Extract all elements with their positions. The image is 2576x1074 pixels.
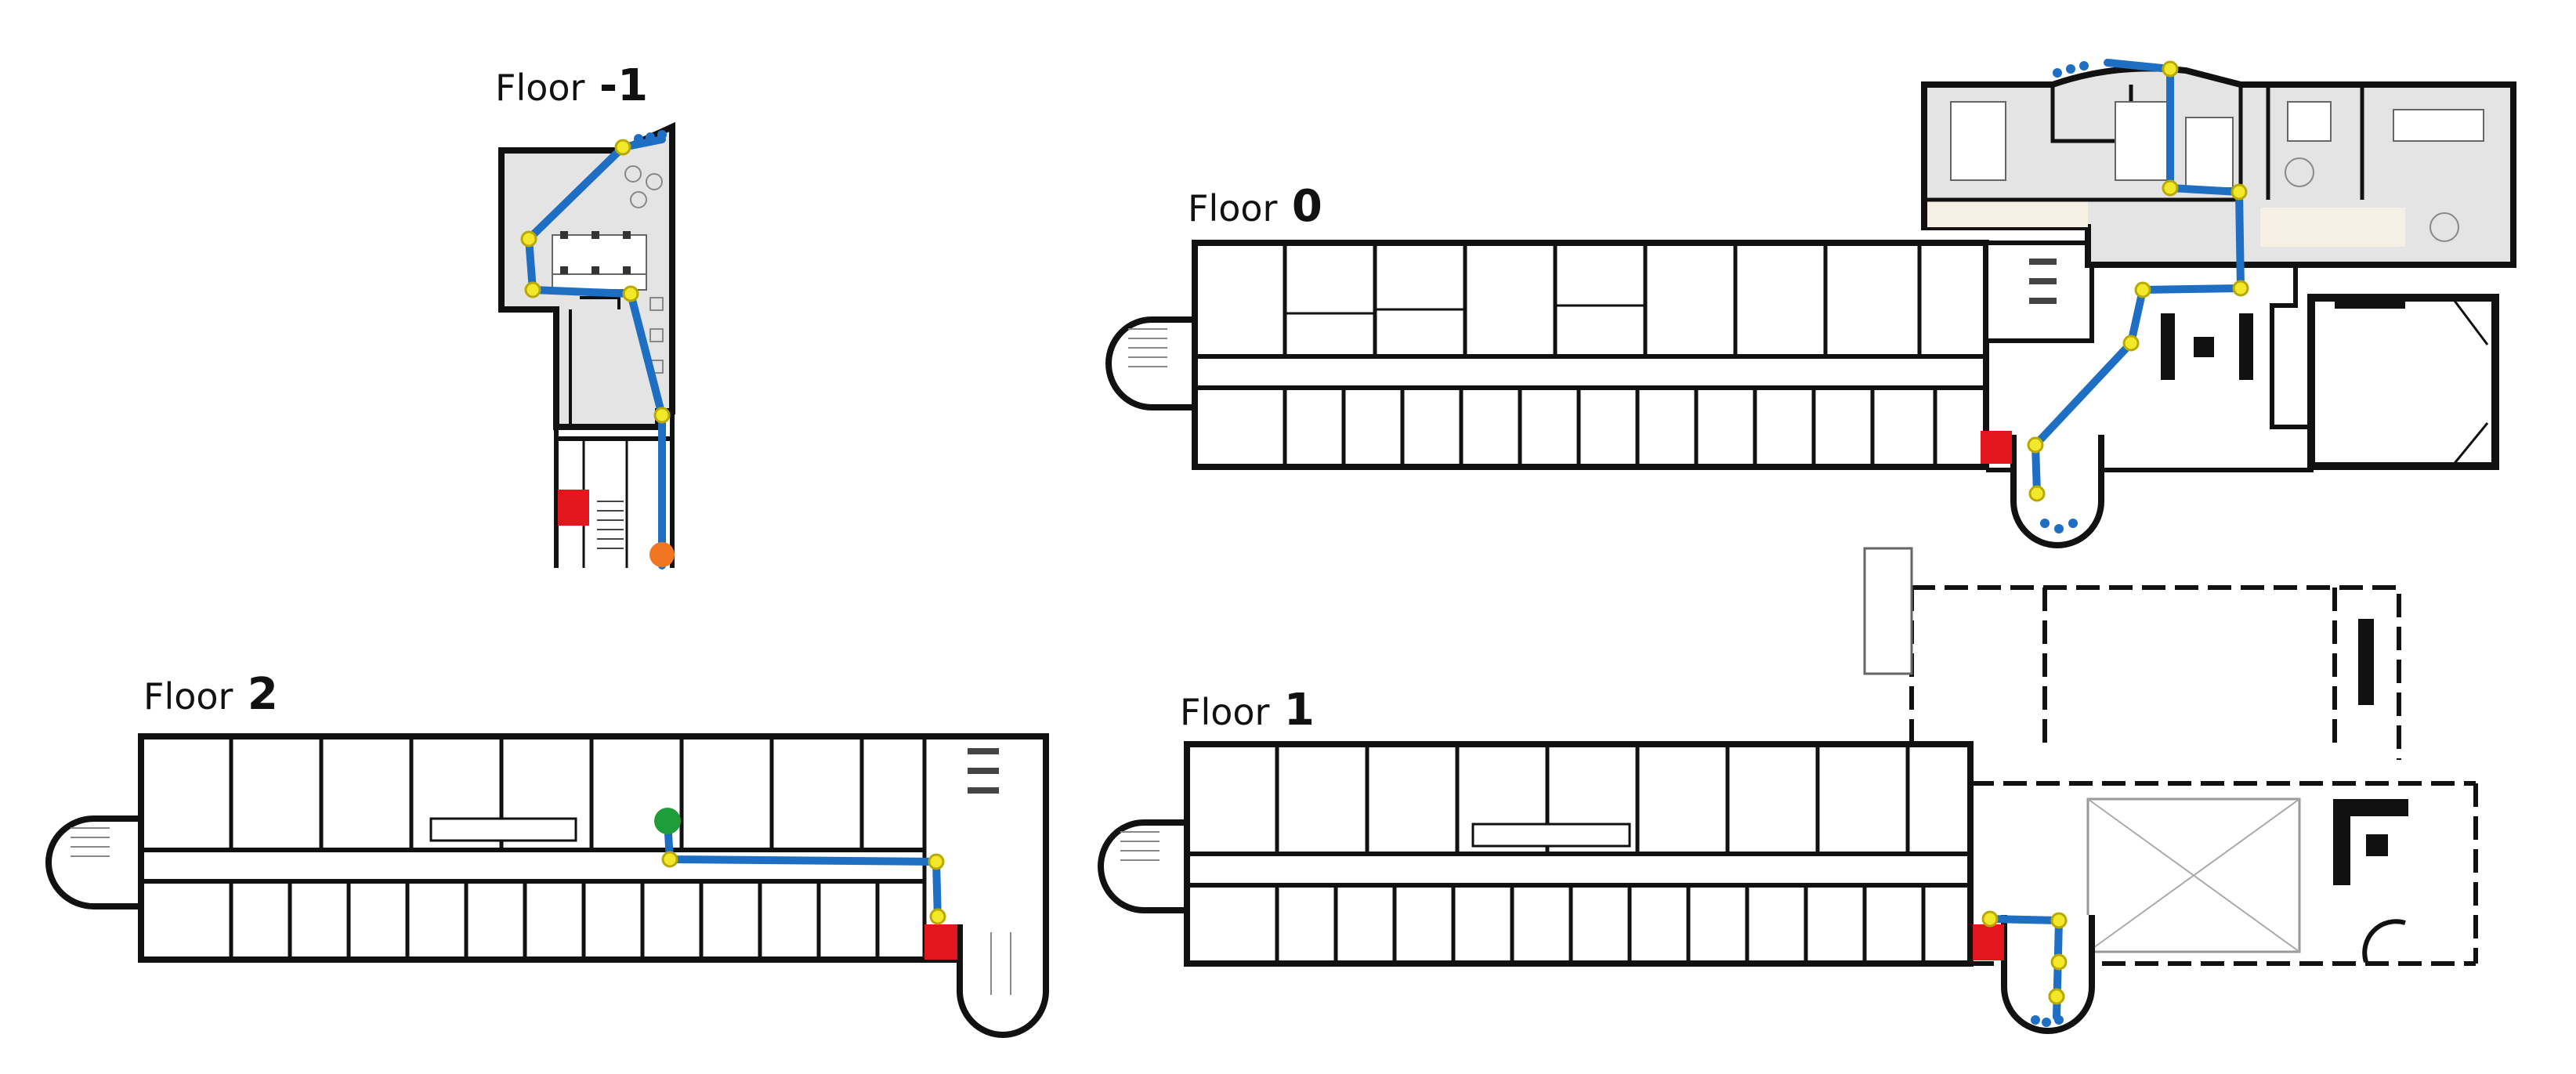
floor-label-1: Floor 1 <box>1180 685 1315 736</box>
floor-2-plan <box>45 733 1049 1038</box>
route-floor-2 <box>664 817 942 924</box>
floor-label-2: Floor 2 <box>143 669 278 720</box>
waypoint-dot-icon <box>2134 281 2151 298</box>
waypoint-dot-icon <box>653 407 671 424</box>
floor-label-minus1: Floor -1 <box>495 60 648 111</box>
floor-minus1-plan <box>498 121 675 568</box>
waypoint-dot-icon <box>2232 280 2249 297</box>
waypoint-dot-icon <box>929 908 946 925</box>
floor-label-0: Floor 0 <box>1188 181 1322 232</box>
waypoint-dot-icon <box>2050 912 2068 929</box>
waypoint-dot-icon <box>2027 436 2044 454</box>
staircase-icon <box>924 924 957 960</box>
waypoint-dot-icon <box>1981 910 1999 928</box>
start-marker-icon <box>649 542 675 567</box>
waypoint-dot-icon <box>622 285 639 302</box>
waypoint-dot-icon <box>2230 183 2248 201</box>
waypoint-dot-icon <box>2162 60 2179 78</box>
waypoint-dot-icon <box>2162 179 2179 197</box>
waypoint-dot-icon <box>2050 953 2068 971</box>
waypoint-dot-icon <box>928 853 945 870</box>
staircase-icon <box>1973 924 2004 960</box>
floor-1-plan <box>1098 547 2478 1034</box>
waypoint-dot-icon <box>661 851 678 868</box>
waypoint-dot-icon <box>2028 485 2046 502</box>
destination-marker-icon <box>654 808 681 834</box>
floor-0-plan <box>1105 65 2516 548</box>
waypoint-dot-icon <box>2048 988 2065 1005</box>
waypoint-dot-icon <box>524 281 541 298</box>
staircase-icon <box>1981 431 2012 464</box>
waypoint-dot-icon <box>614 139 631 156</box>
waypoint-dot-icon <box>520 230 537 248</box>
waypoint-dot-icon <box>2122 334 2140 352</box>
staircase-icon <box>558 490 589 526</box>
